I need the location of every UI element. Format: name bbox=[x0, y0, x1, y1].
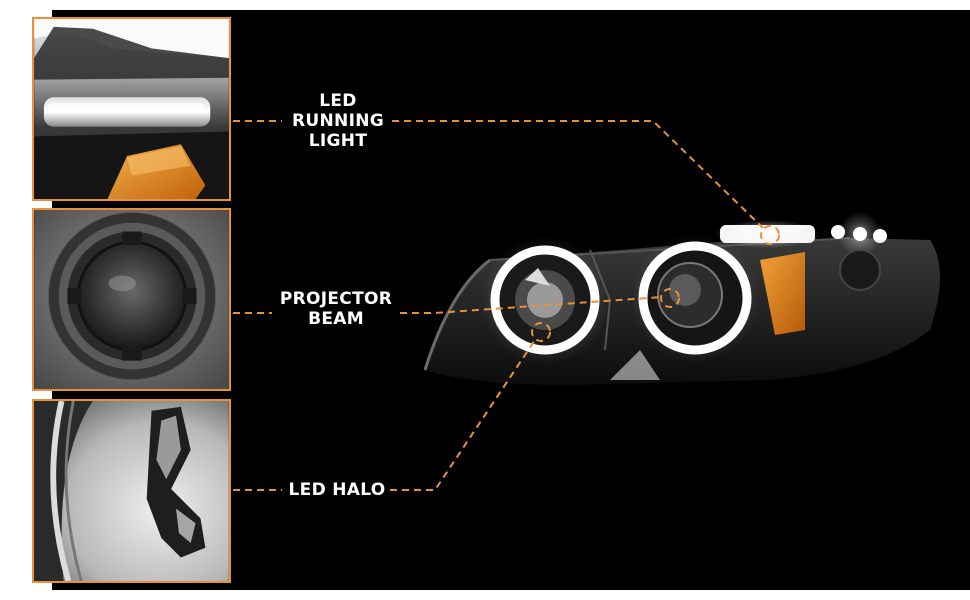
label-running-light: LED RUNNING LIGHT bbox=[283, 91, 393, 151]
projector-lens-closeup-image bbox=[34, 210, 229, 389]
label-running-light-line-1: LED bbox=[319, 91, 357, 111]
callout-line-halo-right bbox=[390, 339, 536, 491]
thumb-halo bbox=[32, 399, 231, 583]
target-ring-halo bbox=[531, 322, 551, 342]
thumb-projector bbox=[32, 208, 231, 391]
callout-line-projector-right bbox=[400, 296, 663, 314]
halo-ring-closeup-image bbox=[34, 401, 229, 581]
car-headlight-photo bbox=[423, 212, 940, 385]
label-projector-line-2: BEAM bbox=[308, 309, 364, 329]
target-ring-projector bbox=[660, 288, 680, 308]
label-running-light-line-3: LIGHT bbox=[308, 131, 368, 151]
label-projector: PROJECTOR BEAM bbox=[272, 289, 400, 329]
callout-line-running-light-right bbox=[392, 120, 764, 229]
label-running-light-line-2: RUNNING bbox=[292, 111, 384, 131]
led-strip-closeup-image bbox=[34, 19, 229, 199]
label-halo-line-1: LED HALO bbox=[288, 480, 386, 500]
label-projector-line-1: PROJECTOR bbox=[279, 289, 393, 309]
label-halo: LED HALO bbox=[283, 480, 391, 500]
thumb-running-light bbox=[32, 17, 231, 201]
target-ring-running-light bbox=[760, 225, 780, 245]
